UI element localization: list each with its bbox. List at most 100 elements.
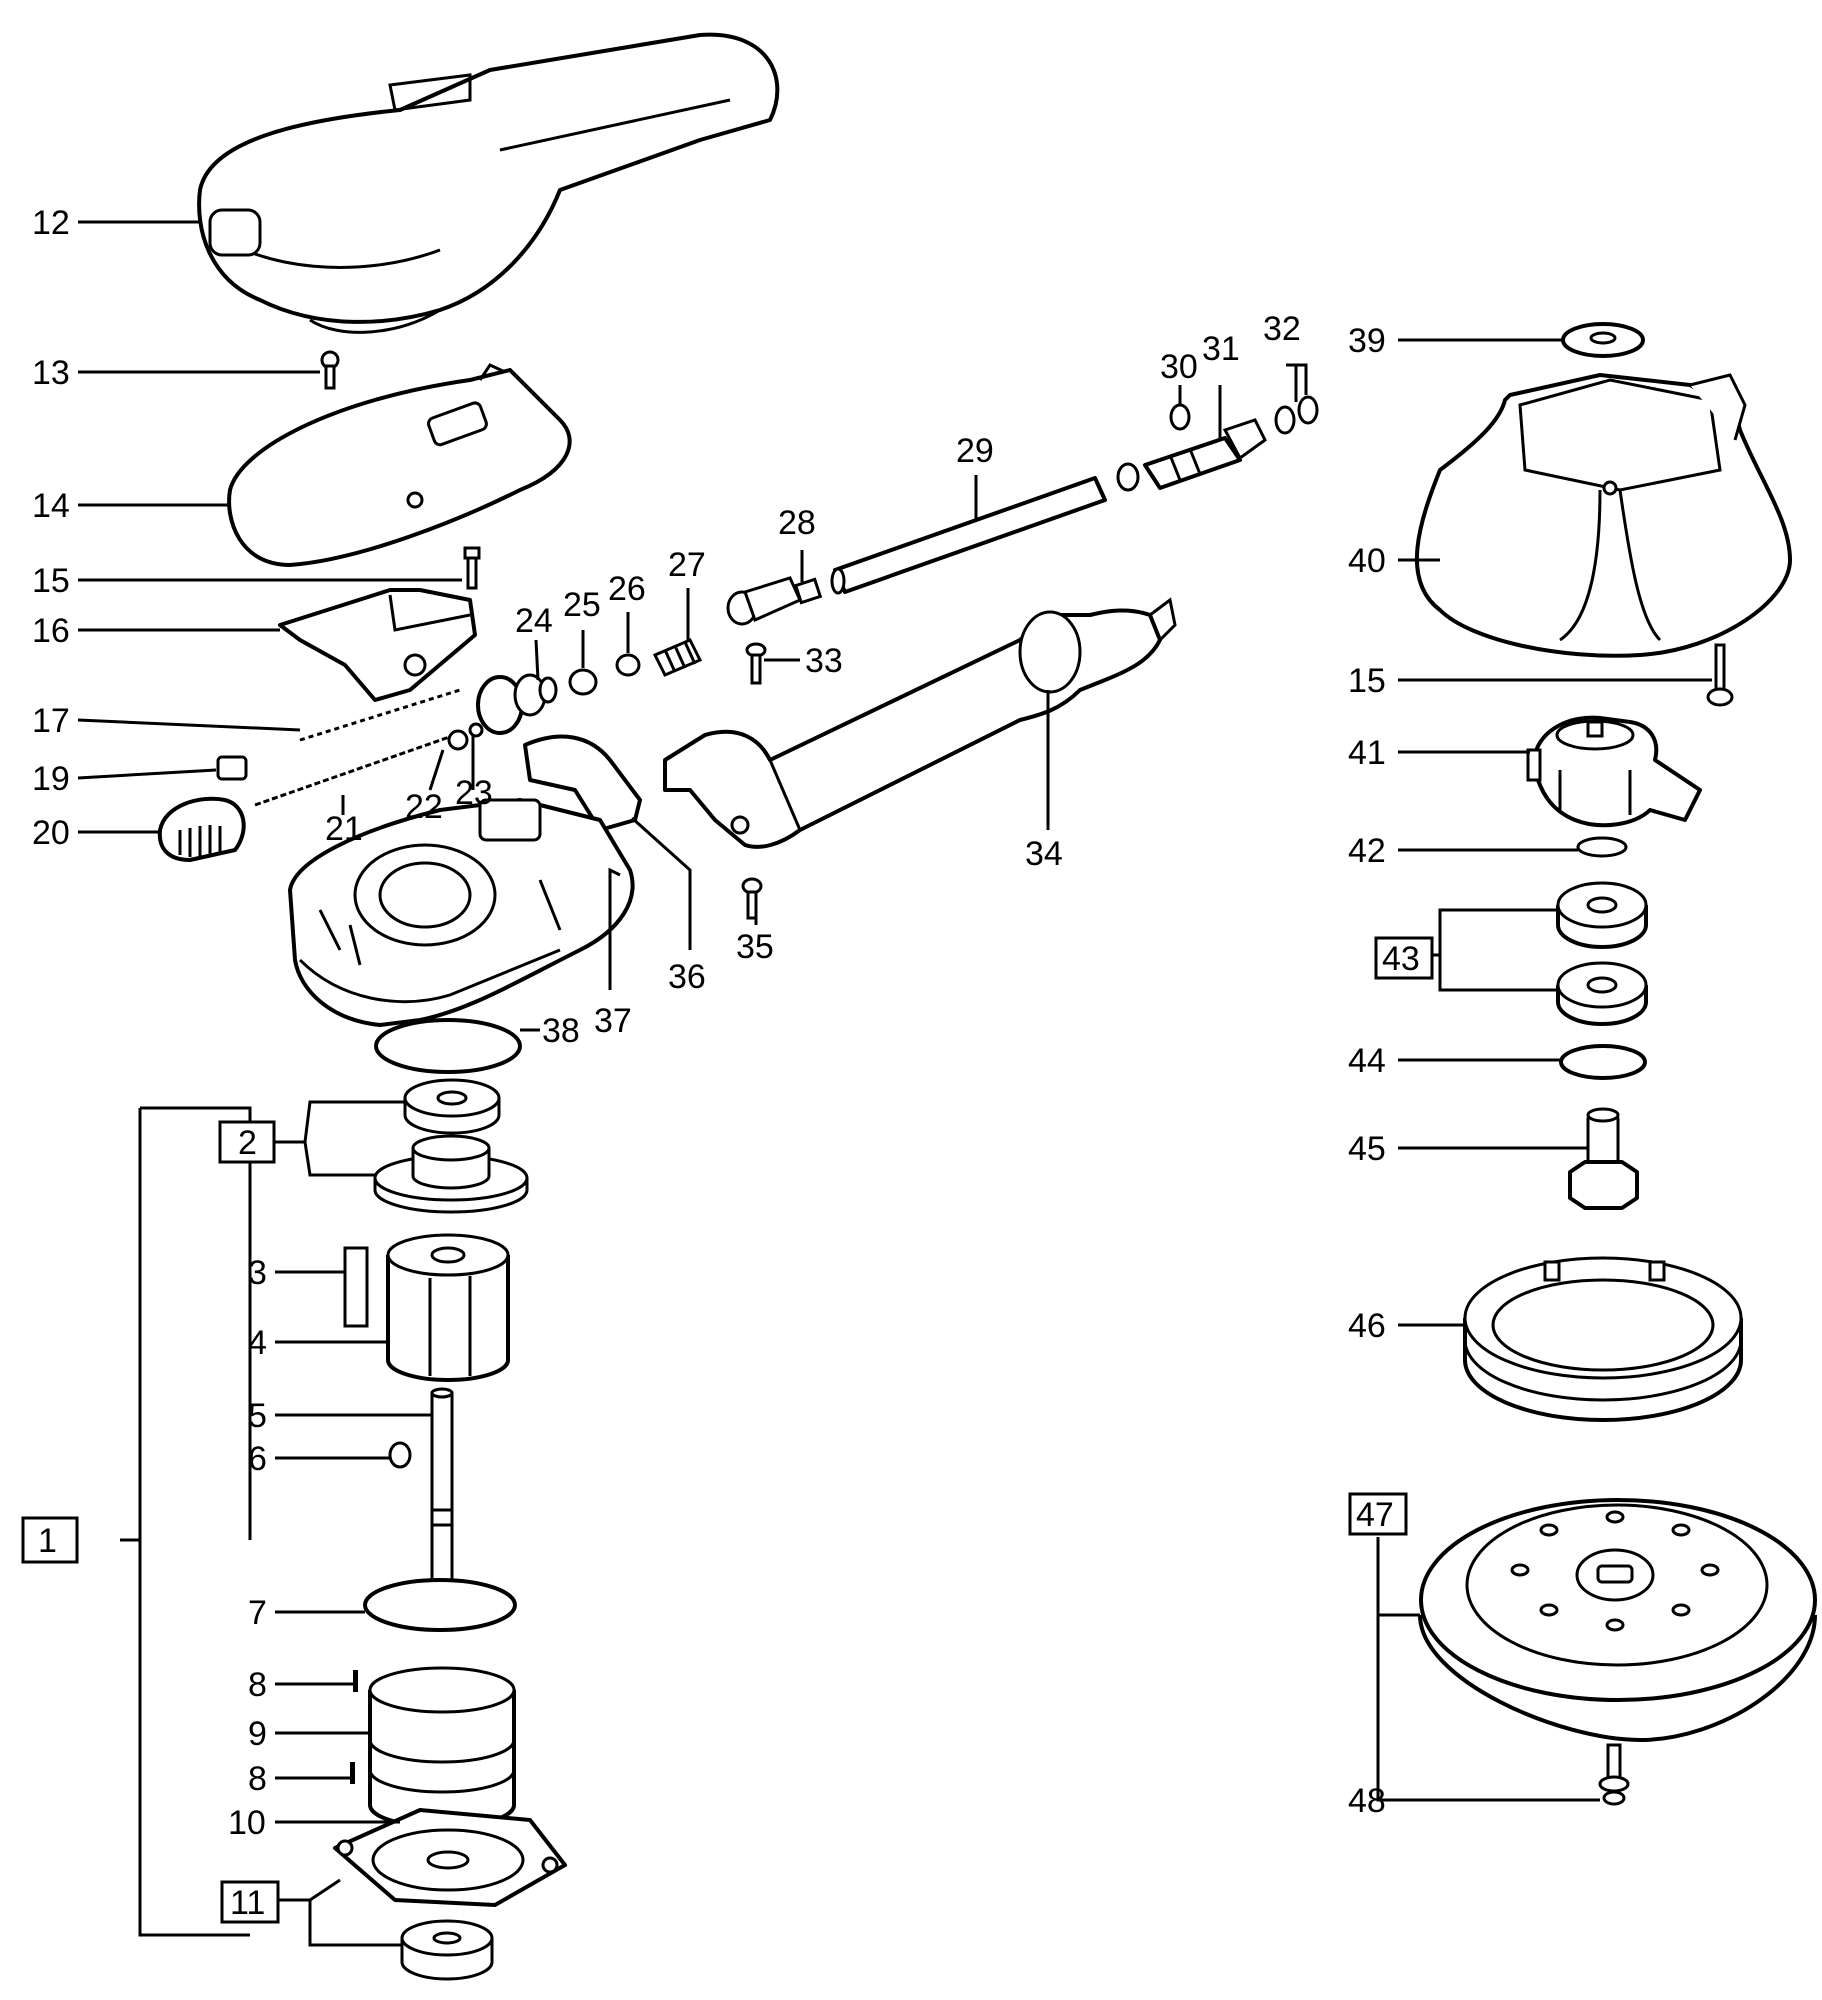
part-4-rotor: [386, 1233, 510, 1382]
part-2-bearing-assembly: [373, 1078, 529, 1214]
part-10-flange: [333, 1808, 567, 1907]
part-25-nut: [568, 668, 598, 696]
part-6-key: [388, 1441, 412, 1469]
label-27: 27: [668, 546, 706, 584]
label-1: 1: [38, 1522, 57, 1560]
box-43: [1374, 936, 1434, 980]
label-23: 23: [455, 774, 493, 812]
part-19-block: [216, 755, 248, 781]
assembly-boxes: [21, 936, 1434, 1924]
label-10: 10: [228, 1804, 266, 1842]
part-37-base-housing: [288, 798, 635, 1027]
part-46-brake-ring: [1463, 1256, 1743, 1422]
part-24-gear: [476, 673, 558, 735]
part-20-knob: [157, 796, 246, 862]
box-11: [220, 1880, 280, 1924]
part-39-washer: [1561, 322, 1645, 358]
part-3-magnet-strip: [343, 1246, 369, 1328]
label-30: 30: [1160, 348, 1198, 386]
part-9-sleeve: [368, 1666, 516, 1829]
part-15a-screw: [463, 546, 481, 590]
part-labels: 12 13 14 15 16 17 19 20 21 22 23 24 25 2…: [32, 204, 1420, 1922]
label-35: 35: [736, 928, 774, 966]
part-33-screw: [745, 642, 767, 685]
label-45: 45: [1348, 1130, 1386, 1168]
part-38-gasket: [374, 1018, 522, 1074]
part-32-o-rings: [1274, 395, 1319, 435]
part-28-fitting: [726, 576, 823, 626]
label-34: 34: [1025, 835, 1063, 873]
part-12-top-housing: [197, 32, 780, 334]
part-26-cap: [615, 653, 641, 677]
part-11-bearing: [400, 1919, 494, 1981]
label-11: 11: [230, 1884, 265, 1922]
label-15a: 15: [32, 562, 70, 600]
label-12: 12: [32, 204, 70, 242]
label-29: 29: [956, 432, 994, 470]
part-47-sanding-pad: [1418, 1498, 1817, 1742]
part-29-tube: [830, 476, 1107, 595]
part-41-eccentric-hub: [1526, 715, 1702, 828]
part-22-washer: [447, 729, 469, 751]
label-22: 22: [405, 788, 443, 826]
part-8b-pin: [350, 1762, 355, 1784]
part-42-circlip: [1576, 836, 1628, 858]
part-14-cover-plate: [227, 363, 572, 567]
box-47: [1348, 1492, 1408, 1536]
label-38: 38: [542, 1012, 580, 1050]
part-13-screw: [320, 350, 340, 390]
label-19: 19: [32, 760, 70, 798]
label-40: 40: [1348, 542, 1386, 580]
label-32: 32: [1263, 310, 1301, 348]
label-17: 17: [32, 702, 70, 740]
part-40-guard: [1415, 373, 1792, 658]
part-43-bearings: [1556, 881, 1648, 1026]
part-45-bolt: [1568, 1107, 1639, 1210]
part-30-ring: [1169, 403, 1191, 431]
label-3: 3: [248, 1254, 267, 1292]
part-21-rod: [254, 733, 456, 807]
label-41: 41: [1348, 734, 1386, 772]
part-31-shaft: [1116, 418, 1267, 492]
label-16: 16: [32, 612, 70, 650]
label-8b: 8: [248, 1760, 267, 1798]
part-8a-pin: [353, 1670, 358, 1692]
part-23-washer: [468, 722, 484, 738]
part-17-spring: [299, 688, 461, 742]
part-48-pad-screw: [1598, 1743, 1630, 1806]
label-13: 13: [32, 354, 70, 392]
label-33: 33: [805, 642, 843, 680]
label-9: 9: [248, 1715, 267, 1753]
part-35-screw: [741, 877, 763, 920]
label-7: 7: [248, 1594, 267, 1632]
part-27-spring: [652, 638, 703, 677]
part-5-spindle: [430, 1387, 454, 1590]
label-42: 42: [1348, 832, 1386, 870]
label-48: 48: [1348, 1782, 1386, 1820]
label-4: 4: [248, 1324, 267, 1362]
leader-lines: [77, 220, 1712, 1947]
label-2: 2: [238, 1124, 257, 1162]
label-39: 39: [1348, 322, 1386, 360]
label-6: 6: [248, 1440, 267, 1478]
label-31: 31: [1202, 330, 1240, 368]
label-21: 21: [325, 810, 363, 848]
label-24: 24: [515, 602, 553, 640]
box-2: [218, 1120, 276, 1164]
label-8a: 8: [248, 1666, 267, 1704]
label-44: 44: [1348, 1042, 1386, 1080]
label-20: 20: [32, 814, 70, 852]
label-15b: 15: [1348, 662, 1386, 700]
part-shapes: [157, 32, 1817, 1981]
label-47: 47: [1356, 1496, 1394, 1534]
label-36: 36: [668, 958, 706, 996]
label-46: 46: [1348, 1307, 1386, 1345]
label-25: 25: [563, 586, 601, 624]
part-34-housing: [663, 597, 1177, 849]
label-43: 43: [1382, 940, 1420, 978]
label-26: 26: [608, 570, 646, 608]
part-16-switch-bracket: [278, 588, 477, 702]
box-1: [21, 1516, 79, 1564]
